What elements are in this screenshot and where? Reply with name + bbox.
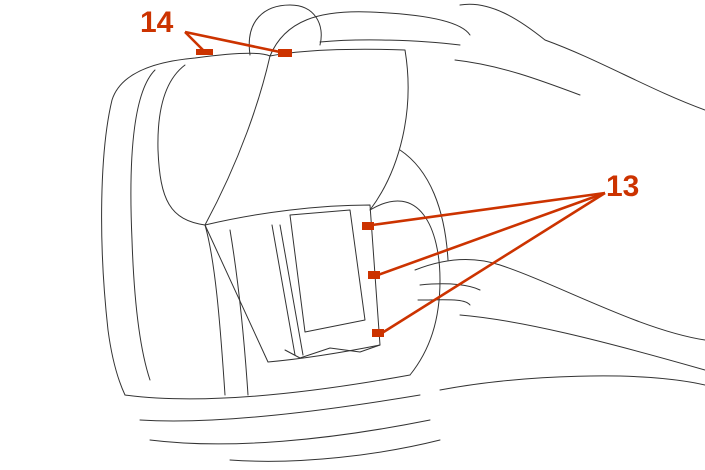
- seat-cover-flap: [204, 11, 471, 226]
- seat-back-inner: [130, 64, 206, 381]
- clip-14b: [278, 49, 292, 57]
- floor-line: [439, 375, 705, 391]
- callout-14-leader-2: [184, 30, 281, 54]
- seat-frame-opening: [204, 204, 381, 363]
- clip-14a: [196, 49, 213, 55]
- callout-13-leader-2: [377, 191, 606, 277]
- upper-hand: [454, 3, 705, 111]
- clip-13a: [362, 222, 374, 230]
- callout-14-leader-1: [184, 31, 206, 53]
- seat-right-side: [369, 149, 449, 376]
- clip-13c: [372, 329, 384, 337]
- seat-side-bolster: [204, 224, 249, 396]
- headrest: [248, 4, 322, 56]
- callout-label-14: 14: [140, 6, 174, 39]
- seat-pad: [289, 209, 366, 333]
- callout-label-13: 13: [606, 170, 640, 203]
- seat-back-outline: [101, 52, 271, 396]
- lower-hand: [414, 259, 705, 371]
- callout-13-leader-3: [381, 191, 606, 335]
- frame-wire: [271, 224, 381, 359]
- seat-base: [124, 374, 441, 462]
- clip-13b: [368, 271, 380, 279]
- callout-13-leader-1: [371, 191, 606, 227]
